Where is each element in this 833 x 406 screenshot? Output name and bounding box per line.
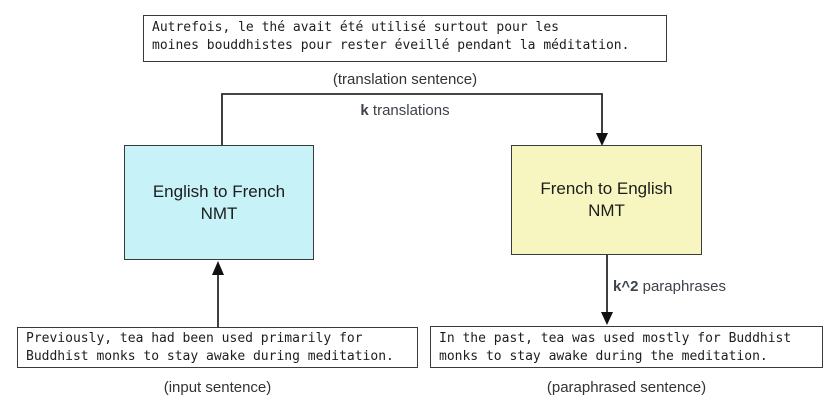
nmt-fr-en-subtitle: NMT bbox=[588, 201, 625, 220]
nmt-fr-en-box: French to English NMT bbox=[511, 145, 702, 255]
arrow-nmt-to-paraphrase-head bbox=[601, 312, 613, 325]
paraphrased-sentence-line1: In the past, tea was used mostly for Bud… bbox=[439, 331, 792, 346]
arrow-input-to-nmt-head bbox=[212, 261, 224, 275]
input-sentence-line2: Buddhist monks to stay awake during medi… bbox=[26, 349, 394, 364]
nmt-en-fr-box: English to French NMT bbox=[124, 145, 314, 260]
paraphrased-sentence-line2: monks to stay awake during the meditatio… bbox=[439, 349, 768, 364]
paraphrase-caption: (paraphrased sentence) bbox=[546, 379, 707, 396]
paraphrased-sentence-box: In the past, tea was used mostly for Bud… bbox=[430, 326, 823, 368]
input-sentence-line1: Previously, tea had been used primarily … bbox=[26, 331, 363, 346]
k2-paraphrases-label-rest: paraphrases bbox=[638, 278, 727, 295]
nmt-fr-en-title: French to English bbox=[540, 179, 673, 198]
translation-sentence-box: Autrefois, le thé avait été utilisé surt… bbox=[143, 15, 667, 62]
k-translations-label-bold: k bbox=[360, 102, 369, 119]
arrow-k-translations-head bbox=[596, 133, 608, 146]
k2-paraphrases-label-bold: k^2 bbox=[613, 278, 639, 295]
k-translations-label-rest: translations bbox=[368, 102, 450, 119]
translation-sentence-line2: moines bouddhistes pour rester éveillé p… bbox=[152, 38, 630, 53]
input-sentence-box: Previously, tea had been used primarily … bbox=[17, 327, 418, 368]
nmt-en-fr-title: English to French bbox=[152, 181, 286, 201]
k2-paraphrases-label: k^2 paraphrases bbox=[613, 278, 726, 295]
translation-caption: (translation sentence) bbox=[332, 71, 478, 88]
nmt-en-fr-subtitle: NMT bbox=[200, 203, 238, 223]
arrow-k-translations-line bbox=[221, 93, 603, 145]
translation-sentence-line1: Autrefois, le thé avait été utilisé surt… bbox=[152, 20, 559, 35]
k-translations-label: k translations bbox=[255, 102, 555, 119]
input-caption: (input sentence) bbox=[163, 379, 272, 396]
